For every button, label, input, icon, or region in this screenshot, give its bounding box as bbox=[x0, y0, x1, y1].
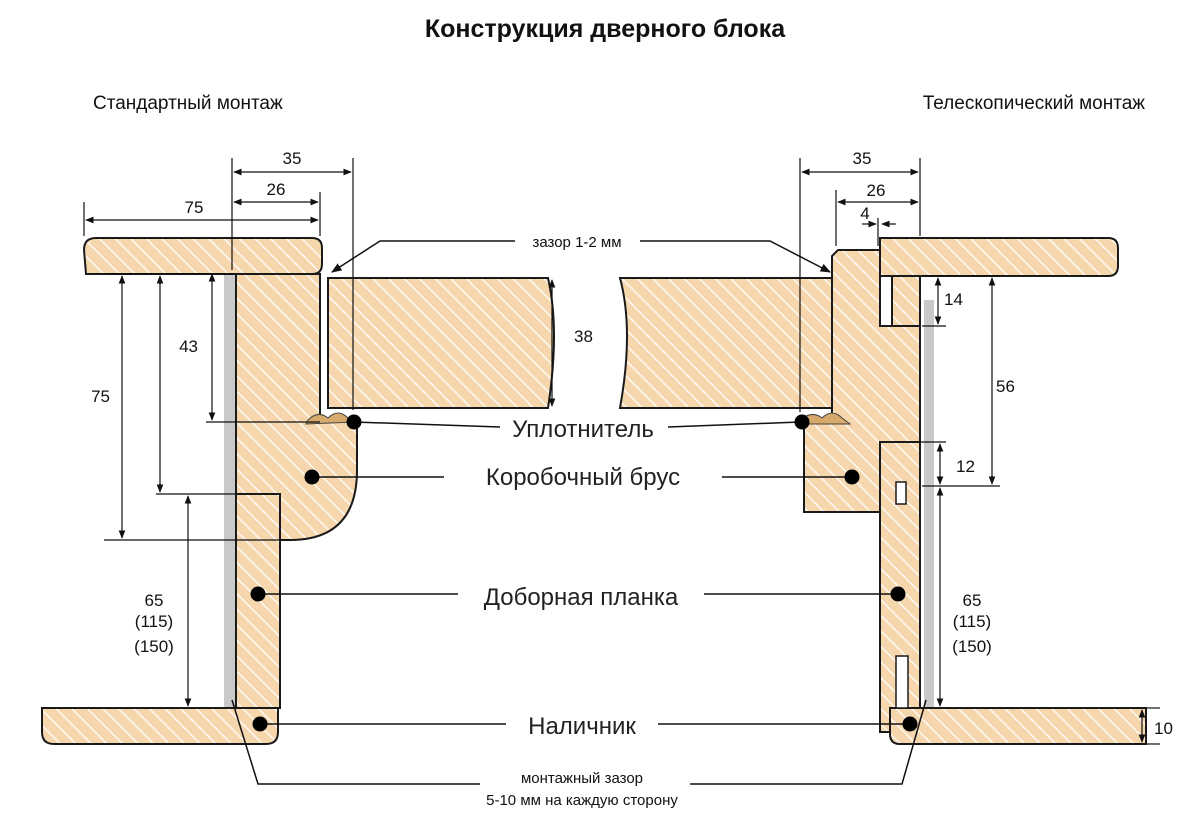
right-mount-gap bbox=[924, 300, 934, 710]
label-callouts: Уплотнитель Коробочный брус Доборная пла… bbox=[250, 414, 918, 740]
right-groove bbox=[895, 481, 907, 505]
label-dot-icon bbox=[346, 414, 362, 430]
left-subtitle: Стандартный монтаж bbox=[93, 93, 283, 114]
dim-right-12: 12 bbox=[956, 457, 975, 476]
dim-right-56: 56 bbox=[996, 377, 1015, 396]
label-dot-icon bbox=[252, 716, 268, 732]
dim-right-26: 26 bbox=[867, 181, 886, 200]
mount-gap-line2: 5-10 мм на каждую сторону bbox=[486, 792, 678, 809]
label-dot-icon bbox=[794, 414, 810, 430]
label-dot-icon bbox=[304, 469, 320, 485]
label-frame-beam: Коробочный брус bbox=[486, 464, 680, 491]
mount-gap-callout: монтажный зазор 5-10 мм на каждую сторон… bbox=[231, 699, 927, 809]
left-bottom-casing bbox=[41, 707, 279, 745]
left-top-casing bbox=[82, 237, 323, 275]
label-seal: Уплотнитель bbox=[512, 416, 654, 443]
label-extension: Доборная планка bbox=[484, 584, 679, 611]
right-top-casing bbox=[879, 237, 1119, 277]
label-dot-icon bbox=[902, 716, 918, 732]
dim-left-75-side: 75 bbox=[91, 387, 110, 406]
label-casing: Наличник bbox=[528, 713, 636, 740]
left-assembly bbox=[41, 237, 358, 745]
right-bottom-casing bbox=[889, 707, 1147, 745]
dim-right-10: 10 bbox=[1154, 719, 1173, 738]
right-assembly bbox=[799, 237, 1147, 745]
right-dimensions: 35 26 4 14 56 12 65 (115) (150) 10 bbox=[799, 149, 1173, 745]
door-dimensions: 38 bbox=[548, 279, 593, 407]
dim-door-38: 38 bbox=[574, 327, 593, 346]
dim-left-150: (150) bbox=[134, 637, 174, 656]
label-dot-icon bbox=[844, 469, 860, 485]
dim-left-75-top: 75 bbox=[185, 198, 204, 217]
gap-top-callout: зазор 1-2 мм bbox=[331, 234, 831, 273]
gap-top-label: зазор 1-2 мм bbox=[532, 234, 621, 251]
dim-left-43: 43 bbox=[179, 337, 198, 356]
dim-left-65: 65 bbox=[145, 591, 164, 610]
left-mount-gap bbox=[224, 272, 236, 708]
dim-right-150: (150) bbox=[952, 637, 992, 656]
label-dot-icon bbox=[250, 586, 266, 602]
left-dimensions: 35 26 75 43 75 65 (115) (150) bbox=[83, 149, 354, 707]
dim-right-14: 14 bbox=[944, 290, 963, 309]
dim-right-4: 4 bbox=[860, 204, 869, 223]
door-leaf-left bbox=[327, 277, 555, 409]
right-seal bbox=[799, 412, 852, 425]
dim-left-35: 35 bbox=[283, 149, 302, 168]
dim-right-65: 65 bbox=[963, 591, 982, 610]
right-subtitle: Телескопический монтаж bbox=[923, 93, 1146, 114]
dim-left-115: (115) bbox=[135, 612, 173, 631]
right-lower-groove bbox=[895, 655, 909, 709]
dim-right-115: (115) bbox=[953, 612, 991, 631]
mount-gap-line1: монтажный зазор bbox=[521, 770, 643, 787]
label-dot-icon bbox=[890, 586, 906, 602]
page-title: Конструкция дверного блока bbox=[425, 15, 786, 43]
dim-left-26: 26 bbox=[267, 180, 286, 199]
dim-right-35: 35 bbox=[853, 149, 872, 168]
door-leaf-right bbox=[618, 277, 833, 409]
right-casing-tongue bbox=[891, 275, 921, 327]
